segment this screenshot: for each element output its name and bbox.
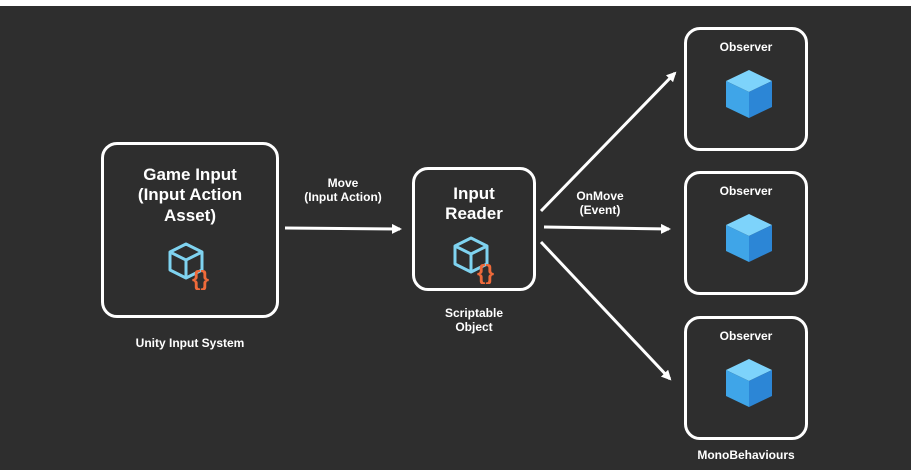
input-reader-title: Input Reader (415, 184, 533, 225)
cube-icon (726, 214, 772, 262)
input-reader-caption-line-1: Scriptable (444, 306, 504, 320)
input-reader-title-line-1: Input (453, 184, 495, 203)
input-reader-caption-line-2: Object (455, 320, 493, 335)
arrows-layer (284, 71, 677, 381)
input-reader-caption: Scriptable Object (412, 306, 536, 335)
game-input-title: Game Input (Input Action Asset) (104, 165, 276, 226)
cube-icon (726, 359, 772, 407)
arrow-move (284, 223, 402, 234)
move-edge-label-line-1: Move (327, 176, 359, 190)
scriptable-object-icon: {} (453, 236, 495, 284)
observer-title: Observer (719, 329, 773, 343)
observer-node-3: Observer (684, 316, 808, 440)
onmove-edge-label-line-2: (Event) (579, 203, 621, 218)
svg-text:{}: {} (477, 260, 495, 284)
scriptable-object-icon: {} (168, 242, 210, 290)
observer-title: Observer (719, 184, 773, 198)
game-input-node: Game Input (Input Action Asset) {} (101, 142, 279, 318)
move-edge-label: Move (Input Action) (283, 176, 403, 205)
observers-caption: MonoBehaviours (697, 448, 795, 462)
arrow-to-observer-3 (539, 240, 672, 381)
arrow-to-observer-2 (543, 223, 671, 234)
svg-text:{}: {} (192, 266, 210, 290)
arrow-to-observer-1 (539, 71, 677, 213)
diagram-canvas: Game Input (Input Action Asset) {} Unity… (0, 6, 911, 470)
observer-node-2: Observer (684, 171, 808, 295)
onmove-edge-label-line-1: OnMove (576, 189, 624, 203)
observer-title: Observer (719, 40, 773, 54)
game-input-title-line-1: Game Input (143, 165, 237, 184)
game-input-title-line-3: Asset) (164, 205, 216, 225)
cube-icon (726, 70, 772, 118)
observer-node-1: Observer (684, 27, 808, 151)
input-reader-title-line-2: Reader (445, 204, 503, 224)
game-input-caption: Unity Input System (135, 336, 245, 350)
onmove-edge-label: OnMove (Event) (555, 189, 645, 218)
move-edge-label-line-2: (Input Action) (304, 190, 382, 205)
input-reader-node: Input Reader {} (412, 167, 536, 291)
game-input-title-line-2: (Input Action (137, 185, 243, 205)
